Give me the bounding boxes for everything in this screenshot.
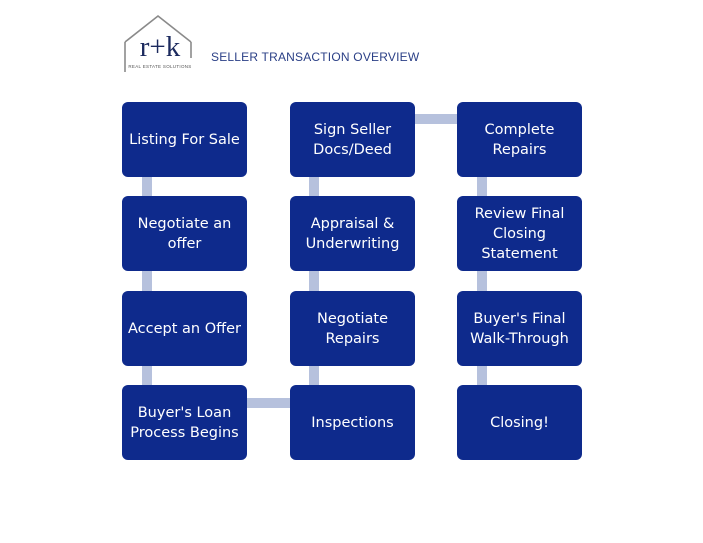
connector: [247, 398, 290, 408]
logo-subtext: REAL ESTATE SOLUTIONS: [128, 64, 192, 69]
connector: [309, 271, 319, 291]
connector: [415, 114, 457, 124]
step-accept-offer: Accept an Offer: [122, 291, 247, 366]
step-closing: Closing!: [457, 385, 582, 460]
page-title: SELLER TRANSACTION OVERVIEW: [211, 50, 420, 64]
connector: [142, 365, 152, 385]
connector: [142, 177, 152, 196]
step-buyers-loan-process: Buyer's Loan Process Begins: [122, 385, 247, 460]
step-inspections: Inspections: [290, 385, 415, 460]
connector: [477, 365, 487, 385]
step-negotiate-offer: Negotiate an offer: [122, 196, 247, 271]
connector: [477, 271, 487, 291]
connector: [142, 271, 152, 291]
house-roof-icon: [124, 14, 192, 72]
logo-text: r+k: [139, 31, 181, 63]
step-review-closing-statement: Review Final Closing Statement: [457, 196, 582, 271]
step-complete-repairs: Complete Repairs: [457, 102, 582, 177]
step-final-walk-through: Buyer's Final Walk-Through: [457, 291, 582, 366]
step-appraisal-underwriting: Appraisal & Underwriting: [290, 196, 415, 271]
connector: [309, 177, 319, 196]
step-listing-for-sale: Listing For Sale: [122, 102, 247, 177]
step-negotiate-repairs: Negotiate Repairs: [290, 291, 415, 366]
connector: [309, 365, 319, 385]
logo: r+k REAL ESTATE SOLUTIONS: [122, 14, 194, 76]
step-sign-seller-docs: Sign Seller Docs/Deed: [290, 102, 415, 177]
connector: [477, 177, 487, 196]
